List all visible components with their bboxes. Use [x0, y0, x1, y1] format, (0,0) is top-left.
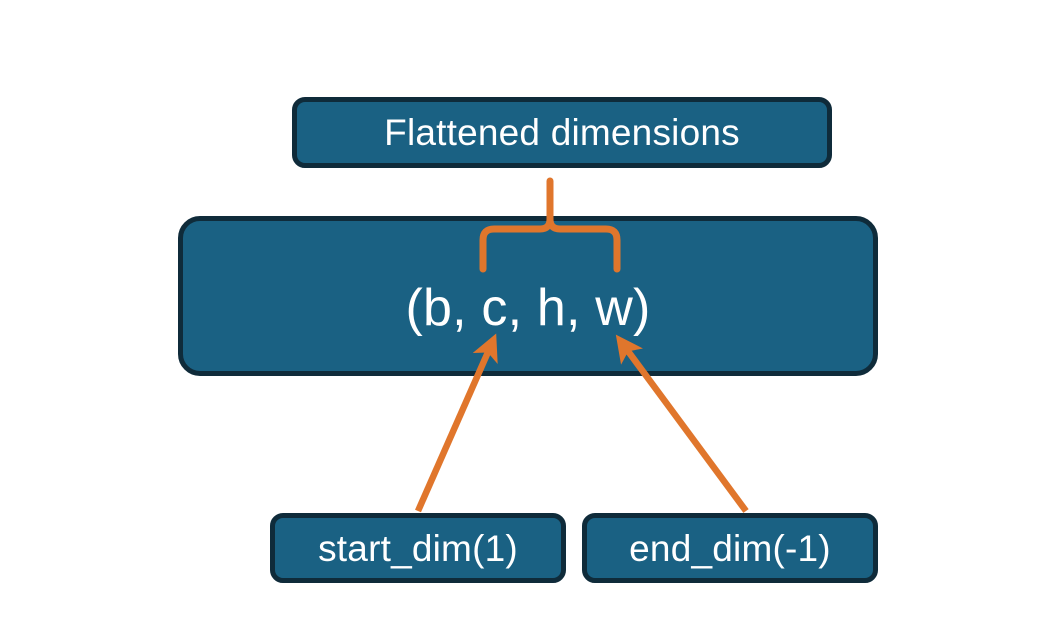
end-dim-label: end_dim(-1) — [629, 527, 831, 569]
start-dim-label: start_dim(1) — [318, 527, 518, 569]
start-dim-box: start_dim(1) — [270, 513, 566, 583]
flattened-dimensions-box: Flattened dimensions — [292, 97, 832, 168]
tensor-shape-box: (b, c, h, w) — [178, 216, 878, 376]
flattened-dimensions-label: Flattened dimensions — [384, 112, 740, 153]
tensor-shape-label: (b, c, h, w) — [405, 279, 651, 337]
end-dim-box: end_dim(-1) — [582, 513, 878, 583]
